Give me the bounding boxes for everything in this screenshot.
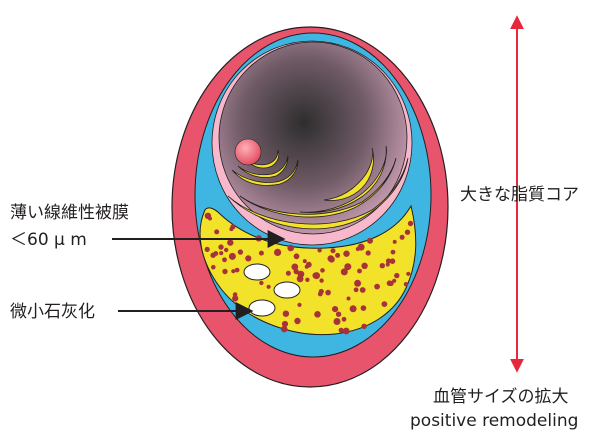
- debris-dot: [343, 251, 349, 257]
- debris-dot: [319, 278, 323, 282]
- debris-dot: [405, 230, 410, 235]
- debris-dot: [334, 318, 341, 325]
- debris-dot: [325, 290, 331, 296]
- debris-dot: [332, 306, 338, 312]
- debris-dot: [286, 271, 291, 276]
- debris-dot: [394, 273, 399, 278]
- calcification-2: [274, 282, 300, 298]
- debris-dot: [331, 248, 336, 253]
- debris-dot: [317, 248, 321, 252]
- debris-dot: [219, 251, 223, 255]
- debris-dot: [224, 248, 228, 252]
- debris-dot: [297, 303, 301, 307]
- debris-dot: [314, 311, 321, 318]
- debris-dot: [274, 249, 281, 256]
- debris-dot: [238, 249, 243, 254]
- debris-dot: [366, 250, 371, 255]
- debris-dot: [205, 247, 210, 252]
- debris-dot: [406, 272, 410, 276]
- debris-dot: [386, 258, 391, 263]
- debris-dot: [283, 311, 289, 317]
- debris-dot: [361, 263, 367, 269]
- debris-dot: [287, 245, 294, 252]
- debris-dot: [350, 305, 357, 312]
- debris-dot: [235, 268, 240, 273]
- lipid-core-label: 大きな脂質コア: [460, 185, 579, 205]
- debris-dot: [382, 301, 388, 307]
- calcification-3: [249, 300, 275, 316]
- debris-dot: [391, 250, 396, 255]
- debris-dot: [344, 263, 351, 270]
- debris-dot: [367, 238, 373, 244]
- debris-dot: [404, 282, 408, 286]
- debris-dot: [392, 279, 396, 283]
- debris-dot: [354, 287, 359, 292]
- debris-dot: [354, 280, 361, 287]
- microcalcification-label: 微小石灰化: [10, 302, 95, 322]
- debris-dot: [222, 269, 227, 274]
- debris-dot: [205, 213, 211, 219]
- debris-dot: [294, 318, 300, 324]
- debris-dot: [210, 253, 215, 258]
- debris-dot: [259, 281, 263, 285]
- debris-dot: [320, 268, 325, 273]
- debris-dot: [319, 289, 324, 294]
- debris-dot: [336, 312, 341, 317]
- debris-dot: [393, 240, 397, 244]
- debris-dot: [230, 224, 235, 229]
- debris-dot: [347, 297, 351, 301]
- debris-dot: [313, 272, 320, 279]
- debris-dot: [282, 321, 288, 327]
- debris-dot: [218, 244, 223, 249]
- debris-dot: [259, 251, 264, 256]
- debris-dot: [374, 284, 380, 290]
- debris-dot: [303, 259, 307, 263]
- debris-dot: [267, 285, 271, 289]
- debris-dot: [294, 253, 300, 259]
- debris-dot: [222, 257, 227, 262]
- thrombus: [235, 139, 261, 165]
- debris-dot: [298, 271, 305, 278]
- debris-dot: [380, 263, 385, 268]
- remodeling-label-line2: positive remodeling: [410, 411, 578, 431]
- debris-dot: [245, 255, 251, 261]
- calcification-1: [244, 264, 270, 280]
- debris-dot: [400, 235, 405, 240]
- debris-dot: [227, 239, 233, 245]
- debris-dot: [233, 292, 238, 297]
- debris-dot: [343, 328, 350, 335]
- debris-dot: [361, 305, 367, 311]
- debris-dot: [214, 229, 219, 234]
- debris-dot: [339, 328, 344, 333]
- debris-dot: [291, 264, 298, 271]
- debris-dot: [342, 317, 347, 322]
- thin-cap-label-line2: ＜60 μ m: [10, 230, 87, 250]
- debris-dot: [306, 262, 312, 268]
- debris-dot: [357, 269, 362, 274]
- debris-dot: [229, 253, 236, 260]
- debris-dot: [361, 324, 366, 329]
- debris-dot: [305, 278, 309, 282]
- debris-dot: [335, 253, 340, 258]
- debris-dot: [408, 221, 413, 226]
- debris-dot: [360, 287, 366, 293]
- remodeling-label-line1: 血管サイズの拡大: [433, 387, 569, 407]
- debris-dot: [387, 280, 393, 286]
- thin-cap-label-line1: 薄い線維性被膜: [10, 203, 129, 223]
- debris-dot: [211, 265, 216, 270]
- debris-dot: [356, 247, 360, 251]
- debris-dot: [328, 255, 335, 262]
